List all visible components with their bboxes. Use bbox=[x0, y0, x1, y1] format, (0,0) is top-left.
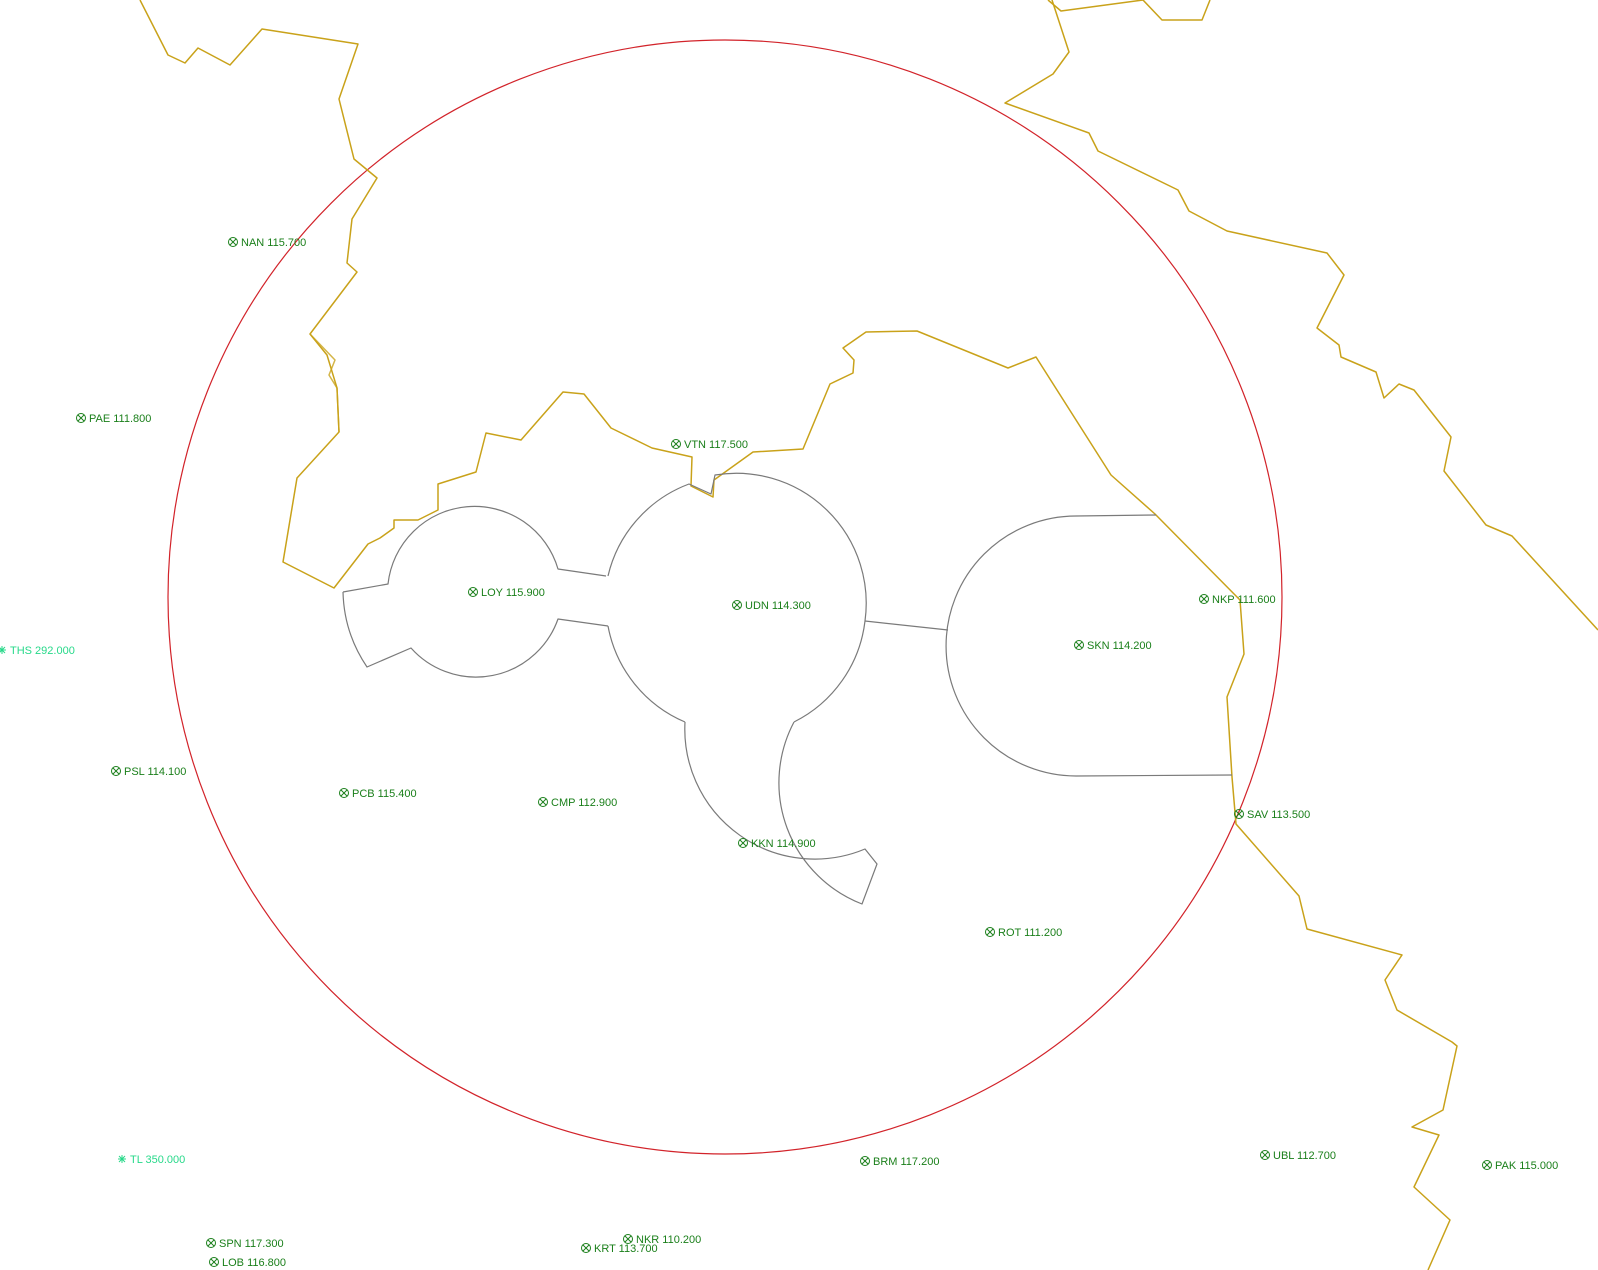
airspace-sectors bbox=[342, 472, 1233, 905]
vor-icon bbox=[985, 927, 995, 937]
navaid-label: ROT 111.200 bbox=[998, 927, 1062, 939]
navaid-label: PAE 111.800 bbox=[89, 413, 151, 425]
border-northeast bbox=[1047, 0, 1211, 21]
navaid-label: PCB 115.400 bbox=[352, 788, 417, 800]
navaid-label: PAK 115.000 bbox=[1495, 1160, 1558, 1172]
navaid-label: LOY 115.900 bbox=[481, 587, 545, 599]
navaid-label: LOB 116.800 bbox=[222, 1257, 286, 1269]
vor-icon bbox=[1260, 1150, 1270, 1160]
navaid-lob[interactable]: LOB 116.800 bbox=[209, 1257, 287, 1269]
navaid-krt[interactable]: KRT 113.700 bbox=[581, 1243, 658, 1255]
vor-icon bbox=[228, 237, 238, 247]
vor-icon bbox=[76, 413, 86, 423]
navaid-label: NAN 115.700 bbox=[241, 237, 306, 249]
navaid-ubl[interactable]: UBL 112.700 bbox=[1260, 1150, 1337, 1162]
vor-icon bbox=[738, 838, 748, 848]
vor-icon bbox=[732, 600, 742, 610]
range-ring bbox=[167, 39, 1283, 1155]
navaid-spn[interactable]: SPN 117.300 bbox=[206, 1238, 284, 1250]
navaid-label: SAV 113.500 bbox=[1247, 809, 1310, 821]
tacan-icon bbox=[118, 1155, 126, 1163]
navaid-label: PSL 114.100 bbox=[124, 766, 186, 778]
navaid-label: CMP 112.900 bbox=[551, 797, 617, 809]
navaid-udn[interactable]: UDN 114.300 bbox=[732, 600, 811, 612]
country-borders bbox=[139, 0, 1598, 1270]
navaid-nkr[interactable]: NKR 110.200 bbox=[623, 1234, 702, 1246]
navaid-psl[interactable]: PSL 114.100 bbox=[111, 766, 187, 778]
navaid-label: KKN 114.900 bbox=[751, 838, 816, 850]
vor-icon bbox=[1199, 594, 1209, 604]
navaid-pcb[interactable]: PCB 115.400 bbox=[339, 788, 417, 800]
vor-icon bbox=[111, 766, 121, 776]
navaid-label: UBL 112.700 bbox=[1273, 1150, 1336, 1162]
vor-icon bbox=[671, 439, 681, 449]
navaid-skn[interactable]: SKN 114.200 bbox=[1074, 640, 1152, 652]
navaid-brm[interactable]: BRM 117.200 bbox=[860, 1156, 940, 1168]
vor-icon bbox=[206, 1238, 216, 1248]
navaid-pae[interactable]: PAE 111.800 bbox=[76, 413, 152, 425]
navaid-label: NKR 110.200 bbox=[636, 1234, 701, 1246]
navaid-loy[interactable]: LOY 115.900 bbox=[468, 587, 545, 599]
navaid-rot[interactable]: ROT 111.200 bbox=[985, 927, 1063, 939]
sector-udn bbox=[607, 472, 867, 723]
vor-icon bbox=[623, 1234, 633, 1244]
navaid-nkp[interactable]: NKP 111.600 bbox=[1199, 594, 1276, 606]
navaid-label: THS 292.000 bbox=[10, 645, 75, 657]
navaid-label: UDN 114.300 bbox=[745, 600, 811, 612]
vor-icon bbox=[209, 1257, 219, 1267]
border-northwest bbox=[139, 0, 1458, 1270]
navaid-ths[interactable]: THS 292.000 bbox=[0, 645, 75, 657]
navaid-label: TL 350.000 bbox=[130, 1154, 185, 1166]
sector-loy bbox=[342, 505, 609, 678]
navaid-label: KRT 113.700 bbox=[594, 1243, 658, 1255]
navaid-kkn[interactable]: KKN 114.900 bbox=[738, 838, 816, 850]
border-northwest-shadow bbox=[309, 333, 340, 433]
sector-link bbox=[864, 620, 949, 631]
navaid-sav[interactable]: SAV 113.500 bbox=[1234, 809, 1311, 821]
vor-icon bbox=[1074, 640, 1084, 650]
vor-icon bbox=[1234, 809, 1244, 819]
vor-icon bbox=[1482, 1160, 1492, 1170]
sector-kkn bbox=[684, 721, 878, 905]
navaid-tl[interactable]: TL 350.000 bbox=[118, 1154, 185, 1166]
navaid-nan[interactable]: NAN 115.700 bbox=[228, 237, 307, 249]
tacan-icon bbox=[0, 646, 6, 654]
navaid-label: BRM 117.200 bbox=[873, 1156, 939, 1168]
vor-icon bbox=[339, 788, 349, 798]
navaid-label: NKP 111.600 bbox=[1212, 594, 1276, 606]
navaid-cmp[interactable]: CMP 112.900 bbox=[538, 797, 618, 809]
navaid-pak[interactable]: PAK 115.000 bbox=[1482, 1160, 1559, 1172]
navaid-label: SKN 114.200 bbox=[1087, 640, 1152, 652]
vor-icon bbox=[860, 1156, 870, 1166]
navaid-label: VTN 117.500 bbox=[684, 439, 748, 451]
border-east bbox=[1004, 0, 1598, 631]
navaid-label: SPN 117.300 bbox=[219, 1238, 284, 1250]
vor-icon bbox=[538, 797, 548, 807]
vor-icon bbox=[581, 1243, 591, 1253]
vor-icon bbox=[468, 587, 478, 597]
sector-skn bbox=[945, 514, 1233, 777]
navaid-vtn[interactable]: VTN 117.500 bbox=[671, 439, 749, 451]
